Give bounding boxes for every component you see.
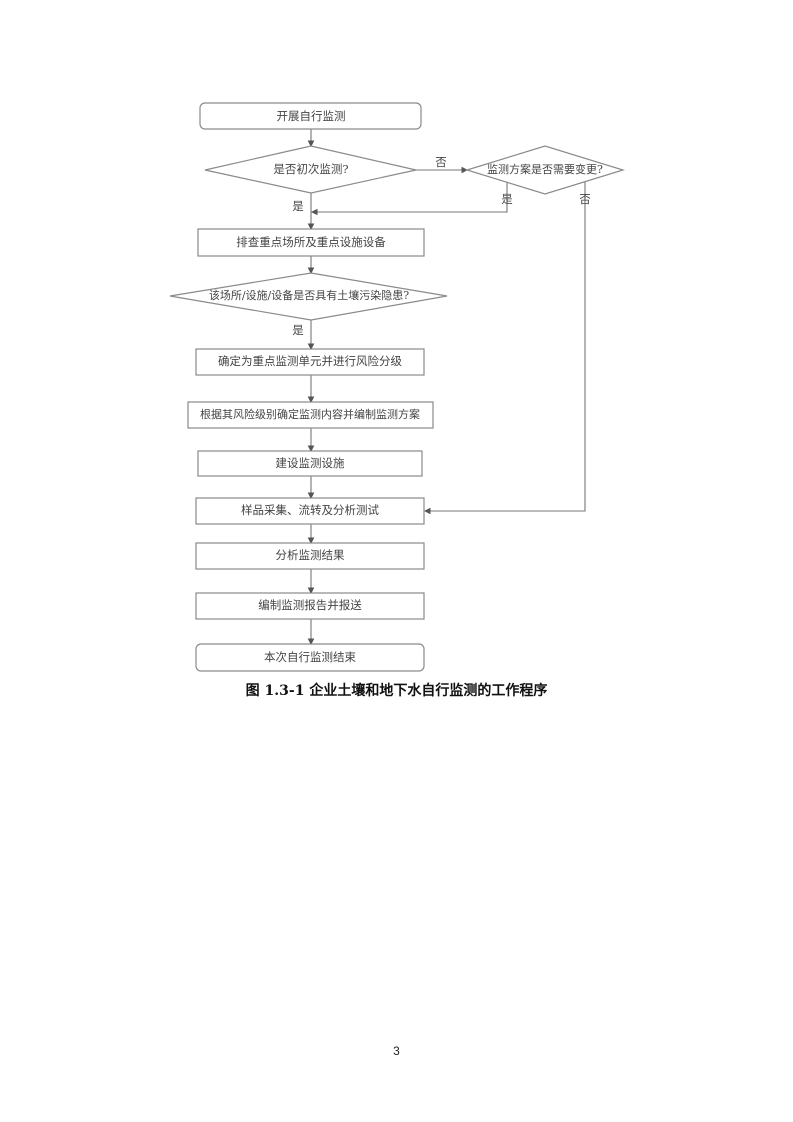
label-no-first: 否 [435,155,447,169]
step-analyze-text: 分析监测结果 [276,548,345,562]
decision-risk: 该场所/设施/设备是否具有土壤污染隐患? [169,272,448,321]
step-build: 建设监测设施 [197,450,423,477]
step-classify-text: 确定为重点监测单元并进行风险分级 [218,354,402,368]
start-text: 开展自行监测 [277,109,346,123]
step-sample-text: 样品采集、流转及分析测试 [241,503,379,517]
end-text: 本次自行监测结束 [264,650,356,664]
step-plan: 根据其风险级别确定监测内容并编制监测方案 [187,401,434,429]
step-classify: 确定为重点监测单元并进行风险分级 [195,348,425,376]
page-number: 3 [393,1044,400,1058]
step-inspect: 排查重点场所及重点设施设备 [197,228,425,257]
label-yes-first: 是 [292,199,304,213]
decision-first-text: 是否初次监测? [273,162,348,176]
decision-risk-text: 该场所/设施/设备是否具有土壤污染隐患? [209,288,409,302]
figure-caption: 图 1.3-1 企业土壤和地下水自行监测的工作程序 [245,683,548,699]
label-yes-change: 是 [501,192,513,206]
step-sample: 样品采集、流转及分析测试 [195,497,425,525]
step-build-text: 建设监测设施 [276,456,345,470]
start-node: 开展自行监测 [199,102,422,130]
step-plan-text: 根据其风险级别确定监测内容并编制监测方案 [200,407,420,421]
label-no-change: 否 [579,192,591,206]
step-report-text: 编制监测报告并报送 [258,598,362,612]
step-inspect-text: 排查重点场所及重点设施设备 [236,235,386,249]
connectors [307,129,586,646]
end-node: 本次自行监测结束 [195,643,425,672]
decision-plan-change: 监测方案是否需要变更? [464,145,626,195]
decision-first-monitoring: 是否初次监测? [204,145,417,194]
step-report: 编制监测报告并报送 [195,592,425,620]
decision-change-text: 监测方案是否需要变更? [487,162,603,176]
label-yes-risk: 是 [292,323,304,337]
step-analyze: 分析监测结果 [195,542,425,570]
